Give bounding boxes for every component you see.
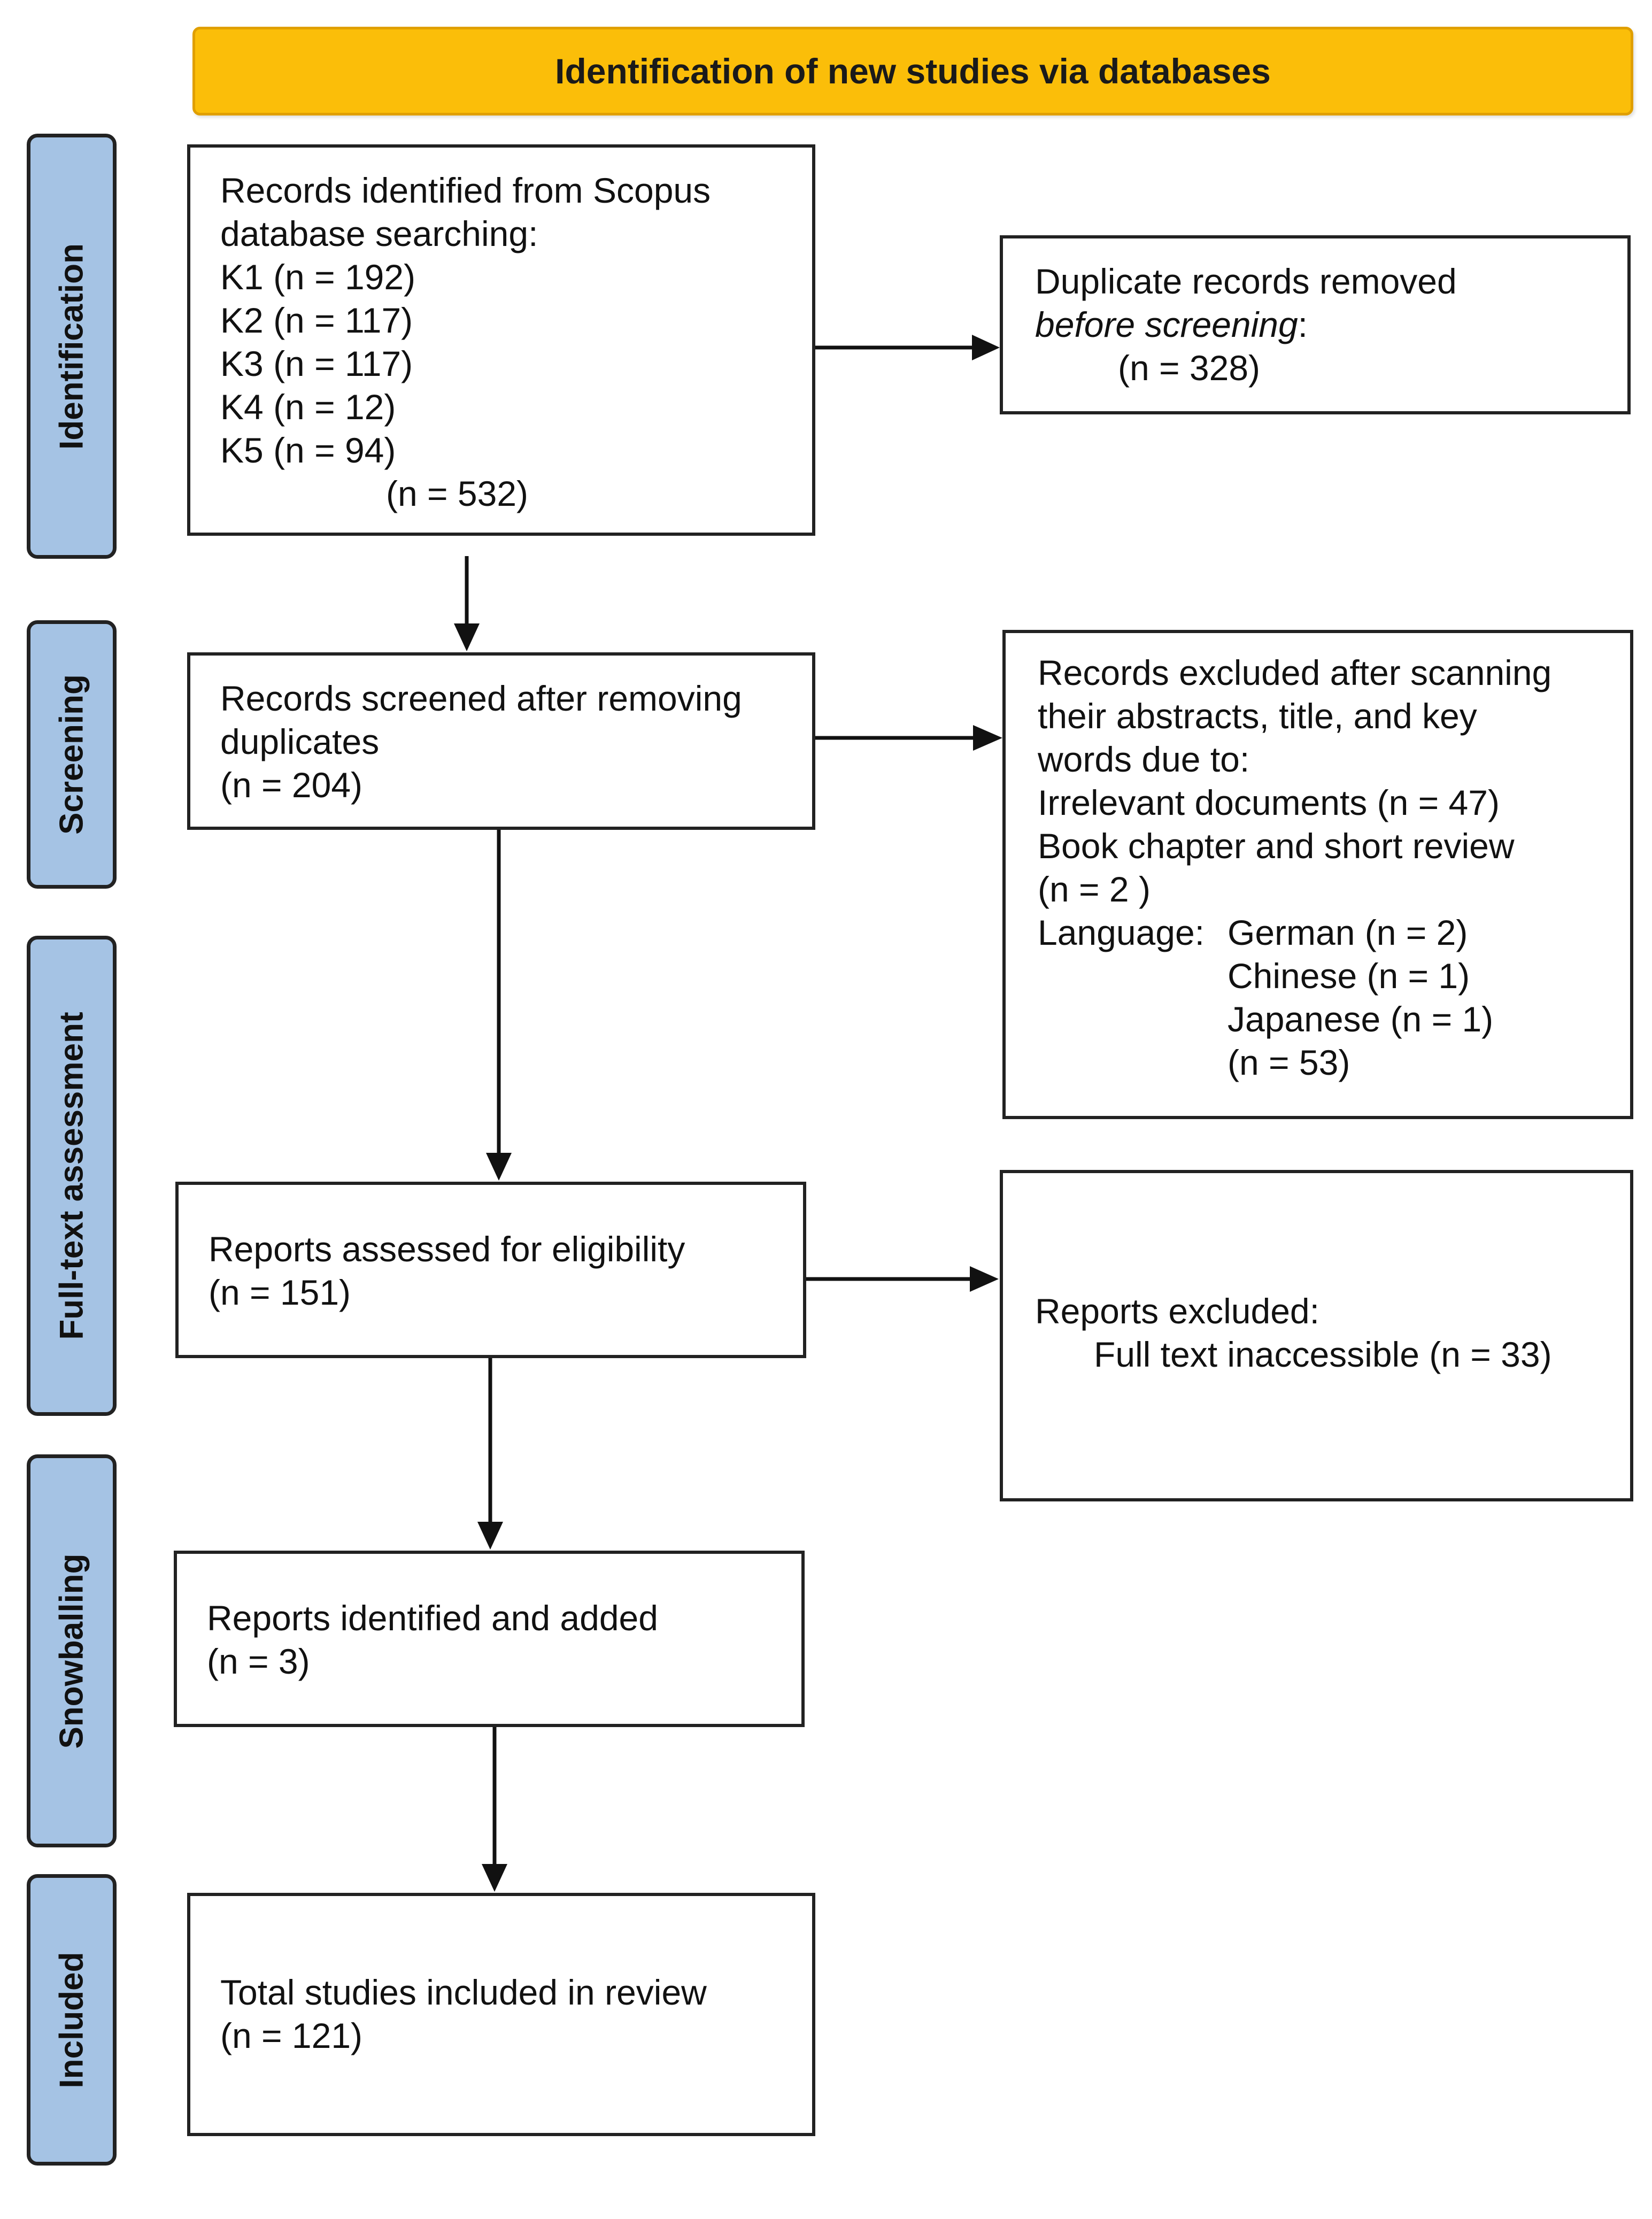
arrowhead-included [482, 1864, 507, 1892]
records-screened-box: Records screened after removing duplicat… [187, 652, 815, 830]
reports-assessed-count: (n = 151) [209, 1273, 351, 1312]
records-excluded-line3: words due to: [1038, 739, 1250, 779]
records-identified-k2: K2 (n = 117) [220, 301, 413, 340]
duplicates-removed-line2: before screening: [1035, 303, 1595, 346]
stage-snowballing: Snowballing [27, 1454, 117, 1847]
records-identified-total: (n = 532) [386, 474, 528, 513]
records-excluded-line6: (n = 2 ) [1038, 869, 1151, 909]
records-screened-count: (n = 204) [220, 765, 362, 805]
records-excluded-box: Records excluded after scanning their ab… [1002, 630, 1633, 1119]
stage-fulltext-assessment: Full-text assessment [27, 936, 117, 1416]
reports-assessed-line1: Reports assessed for eligibility [209, 1229, 685, 1269]
records-identified-line1: Records identified from Scopus [220, 171, 711, 210]
records-excluded-line2: their abstracts, title, and key [1038, 696, 1477, 736]
language-label: Language: [1038, 913, 1205, 952]
total-included-line1: Total studies included in review [220, 1973, 707, 2012]
phase-header-title: Identification of new studies via databa… [555, 51, 1271, 91]
before-screening-colon: : [1298, 305, 1308, 344]
records-excluded-line1: Records excluded after scanning [1038, 653, 1552, 692]
total-included-box: Total studies included in review (n = 12… [187, 1893, 815, 2136]
records-identified-k3: K3 (n = 117) [220, 344, 413, 383]
stage-screening: Screening [27, 620, 117, 889]
duplicates-removed-count: (n = 328) [1118, 348, 1260, 388]
duplicates-removed-box: Duplicate records removed before screeni… [1000, 235, 1631, 414]
language-chinese: Chinese (n = 1) [1228, 956, 1470, 996]
reports-assessed-box: Reports assessed for eligibility (n = 15… [175, 1182, 806, 1358]
arrowhead-added [477, 1522, 503, 1550]
arrowhead-duplicates [972, 335, 1000, 360]
records-excluded-line4: Irrelevant documents (n = 47) [1038, 783, 1500, 822]
duplicates-removed-line1: Duplicate records removed [1035, 261, 1457, 301]
language-german: German (n = 2) [1228, 913, 1468, 952]
language-japanese: Japanese (n = 1) [1228, 999, 1494, 1039]
records-identified-box: Records identified from Scopus database … [187, 144, 815, 536]
reports-added-count: (n = 3) [207, 1642, 310, 1681]
reports-added-line1: Reports identified and added [207, 1598, 658, 1638]
records-excluded-language-row: Language: German (n = 2) [1038, 911, 1598, 954]
arrowhead-assessed [486, 1153, 512, 1181]
phase-header: Identification of new studies via databa… [192, 27, 1633, 115]
records-excluded-total: (n = 53) [1228, 1043, 1350, 1082]
reports-excluded-line1: Reports excluded: [1035, 1291, 1319, 1331]
stage-included: Included [27, 1874, 117, 2166]
arrowhead-screened [454, 623, 480, 651]
records-identified-line2: database searching: [220, 214, 538, 253]
total-included-count: (n = 121) [220, 2016, 362, 2055]
records-excluded-line5: Book chapter and short review [1038, 826, 1515, 866]
arrowhead-reports-excluded [970, 1266, 999, 1292]
records-identified-k1: K1 (n = 192) [220, 257, 416, 297]
stage-identification: Identification [27, 134, 117, 559]
records-identified-k4: K4 (n = 12) [220, 387, 396, 427]
records-identified-k5: K5 (n = 94) [220, 430, 396, 470]
records-screened-line2: duplicates [220, 722, 380, 761]
arrowhead-records-excluded [973, 725, 1002, 751]
records-screened-line1: Records screened after removing [220, 679, 742, 718]
before-screening-text: before screening [1035, 305, 1298, 344]
reports-excluded-line2: Full text inaccessible (n = 33) [1094, 1335, 1552, 1374]
reports-added-box: Reports identified and added (n = 3) [174, 1551, 805, 1727]
reports-excluded-box: Reports excluded: Full text inaccessible… [1000, 1170, 1633, 1501]
